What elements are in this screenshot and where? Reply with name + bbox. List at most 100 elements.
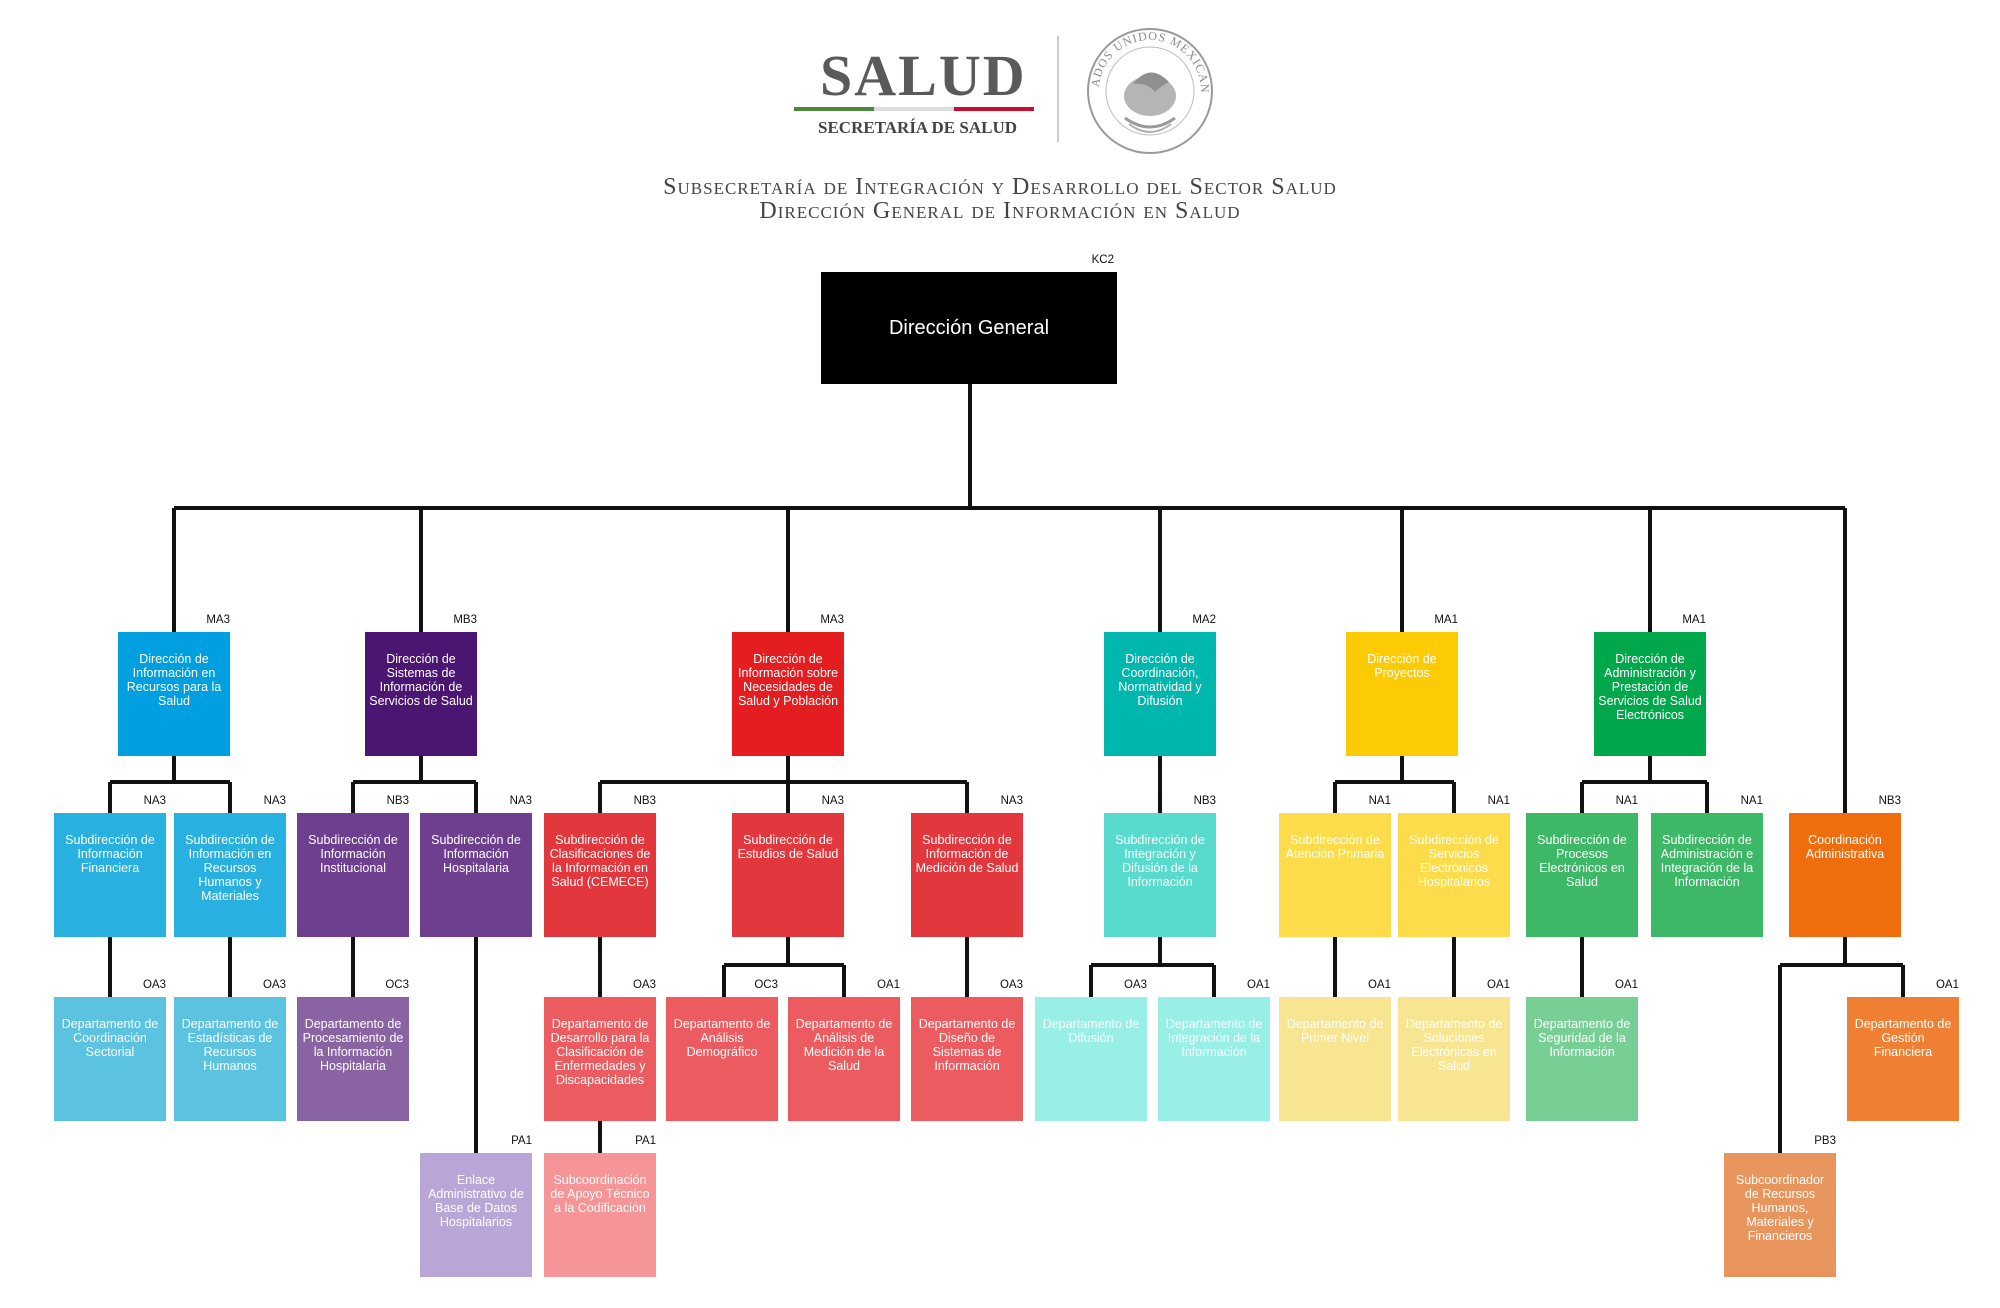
org-box-label: Subcoordinación de Apoyo Técnico a la Co… xyxy=(550,1173,650,1215)
org-code-s12: NA1 xyxy=(1740,795,1763,807)
org-box-s12: Subdirección de Administración e Integra… xyxy=(1651,813,1763,937)
org-box-label: Departamento de Integración de la Inform… xyxy=(1165,1017,1263,1059)
org-box-label: Departamento de Difusión xyxy=(1042,1017,1140,1045)
org-code-s6: NA3 xyxy=(821,795,844,807)
org-code-p7: OA3 xyxy=(999,979,1023,991)
org-box-label: Subdirección de Servicios Electrónicos H… xyxy=(1409,833,1499,889)
org-code-p4: OA3 xyxy=(632,979,656,991)
org-code-d1: MA3 xyxy=(206,614,230,626)
org-box-p10: Departamento de Primer Nivel xyxy=(1279,997,1391,1121)
org-code-e1: PA1 xyxy=(511,1135,532,1147)
subsecretaria-title: Subsecretaría de Integración y Desarroll… xyxy=(663,174,1337,200)
org-box-s4: Subdirección de Información Hospitalaria xyxy=(420,813,532,937)
org-box-p9: Departamento de Integración de la Inform… xyxy=(1158,997,1270,1121)
org-box-e3: Subcoordinador de Recursos Humanos, Mate… xyxy=(1724,1153,1836,1277)
org-code-s4: NA3 xyxy=(509,795,532,807)
org-box-label: Departamento de Diseño de Sistemas de In… xyxy=(918,1017,1016,1073)
org-code-p10: OA1 xyxy=(1367,979,1391,991)
org-box-label: Departamento de Análisis de Medición de … xyxy=(795,1017,893,1073)
org-box-s1: Subdirección de Información Financiera xyxy=(54,813,166,937)
org-box-s3: Subdirección de Información Instituciona… xyxy=(297,813,409,937)
logo-sub-text: SECRETARÍA DE SALUD xyxy=(818,118,1018,137)
org-code-p2: OA3 xyxy=(262,979,286,991)
org-box-label: Dirección de Información en Recursos par… xyxy=(126,652,222,708)
org-code-s9: NA1 xyxy=(1368,795,1391,807)
org-code-d5: MA1 xyxy=(1434,614,1458,626)
org-box-label: Departamento de Gestión Financiera xyxy=(1854,1017,1952,1059)
org-box-p3: Departamento de Procesamiento de la Info… xyxy=(297,997,409,1121)
org-box-label: Subdirección de Información Instituciona… xyxy=(308,833,398,875)
org-box-e1: Enlace Administrativo de Base de Datos H… xyxy=(420,1153,532,1277)
org-code-p11: OA1 xyxy=(1486,979,1510,991)
org-box-p4: Departamento de Desarrollo para la Clasi… xyxy=(544,997,656,1121)
org-code-s13: NB3 xyxy=(1878,795,1901,807)
org-box-label: Subdirección de Información Hospitalaria xyxy=(431,833,521,875)
org-box-label: Departamento de Análisis Demográfico xyxy=(673,1017,771,1059)
org-box-root: Dirección General xyxy=(821,272,1117,384)
org-box-label: Departamento de Procesamiento de la Info… xyxy=(302,1017,404,1073)
org-box-d5: Dirección de Proyectos xyxy=(1346,632,1458,756)
org-box-p11: Departamento de Soluciones Electrónicas … xyxy=(1398,997,1510,1121)
org-box-d2: Dirección de Sistemas de Información de … xyxy=(365,632,477,756)
org-box-s13: Coordinación Administrativa xyxy=(1789,813,1901,937)
org-box-s2: Subdirección de Información en Recursos … xyxy=(174,813,286,937)
org-box-label: Subdirección de Integración y Difusión d… xyxy=(1115,833,1205,889)
org-box-label: Departamento de Seguridad de la Informac… xyxy=(1533,1017,1631,1059)
org-code-s7: NA3 xyxy=(1000,795,1023,807)
national-seal-icon: ESTADOS UNIDOS MEXICANOS xyxy=(1080,15,1215,156)
org-box-p2: Departamento de Estadísticas de Recursos… xyxy=(174,997,286,1121)
org-box-d1: Dirección de Información en Recursos par… xyxy=(118,632,230,756)
org-code-s2: NA3 xyxy=(263,795,286,807)
org-box-p1: Departamento de Coordinación Sectorial xyxy=(54,997,166,1121)
org-box-p5: Departamento de Análisis Demográfico xyxy=(666,997,778,1121)
org-code-p12: OA1 xyxy=(1614,979,1638,991)
org-box-label: Subdirección de Estudios de Salud xyxy=(737,833,839,861)
org-box-p13: Departamento de Gestión Financiera xyxy=(1847,997,1959,1121)
org-code-d6: MA1 xyxy=(1682,614,1706,626)
org-box-p7: Departamento de Diseño de Sistemas de In… xyxy=(911,997,1023,1121)
logo-divider xyxy=(1057,36,1059,142)
org-box-label: Subdirección de Atención Primaria xyxy=(1285,833,1385,861)
org-box-p6: Departamento de Análisis de Medición de … xyxy=(788,997,900,1121)
org-code-s3: NB3 xyxy=(386,795,409,807)
org-code-p13: OA1 xyxy=(1935,979,1959,991)
org-box-d4: Dirección de Coordinación, Normatividad … xyxy=(1104,632,1216,756)
org-box-label: Subdirección de Clasificaciones de la In… xyxy=(549,833,651,889)
org-box-label: Subcoordinador de Recursos Humanos, Mate… xyxy=(1735,1173,1825,1243)
org-box-s11: Subdirección de Procesos Electrónicos en… xyxy=(1526,813,1638,937)
org-code-p6: OA1 xyxy=(876,979,900,991)
logo-main-text: SALUD xyxy=(820,43,1027,108)
org-code-e3: PB3 xyxy=(1814,1135,1836,1147)
org-box-p8: Departamento de Difusión xyxy=(1035,997,1147,1121)
org-code-d3: MA3 xyxy=(820,614,844,626)
org-code-p1: OA3 xyxy=(142,979,166,991)
org-box-label: Departamento de Estadísticas de Recursos… xyxy=(181,1017,279,1073)
org-box-s10: Subdirección de Servicios Electrónicos H… xyxy=(1398,813,1510,937)
org-box-s8: Subdirección de Integración y Difusión d… xyxy=(1104,813,1216,937)
org-box-label: Departamento de Primer Nivel xyxy=(1286,1017,1384,1045)
org-box-s5: Subdirección de Clasificaciones de la In… xyxy=(544,813,656,937)
org-box-s9: Subdirección de Atención Primaria xyxy=(1279,813,1391,937)
org-box-label: Subdirección de Información Financiera xyxy=(65,833,155,875)
org-code-s5: NB3 xyxy=(633,795,656,807)
org-code-s11: NA1 xyxy=(1615,795,1638,807)
direccion-general-title: Dirección General de Información en Salu… xyxy=(759,198,1241,224)
org-box-label: Coordinación Administrativa xyxy=(1805,833,1885,861)
org-code-e2: PA1 xyxy=(635,1135,656,1147)
org-box-d3: Dirección de Información sobre Necesidad… xyxy=(732,632,844,756)
org-box-s7: Subdirección de Información de Medición … xyxy=(911,813,1023,937)
org-code-s1: NA3 xyxy=(143,795,166,807)
org-box-label: Subdirección de Procesos Electrónicos en… xyxy=(1537,833,1627,889)
org-box-label: Departamento de Coordinación Sectorial xyxy=(61,1017,159,1059)
org-code-s10: NA1 xyxy=(1487,795,1510,807)
org-box-label: Departamento de Soluciones Electrónicas … xyxy=(1405,1017,1503,1073)
org-box-label: Subdirección de Administración e Integra… xyxy=(1660,833,1754,889)
org-box-s6: Subdirección de Estudios de Salud xyxy=(732,813,844,937)
org-code-p9: OA1 xyxy=(1246,979,1270,991)
org-box-d6: Dirección de Administración y Prestación… xyxy=(1594,632,1706,756)
org-box-label: Subdirección de Información en Recursos … xyxy=(185,833,275,903)
org-box-label: Dirección General xyxy=(888,317,1050,339)
org-box-e2: Subcoordinación de Apoyo Técnico a la Co… xyxy=(544,1153,656,1277)
